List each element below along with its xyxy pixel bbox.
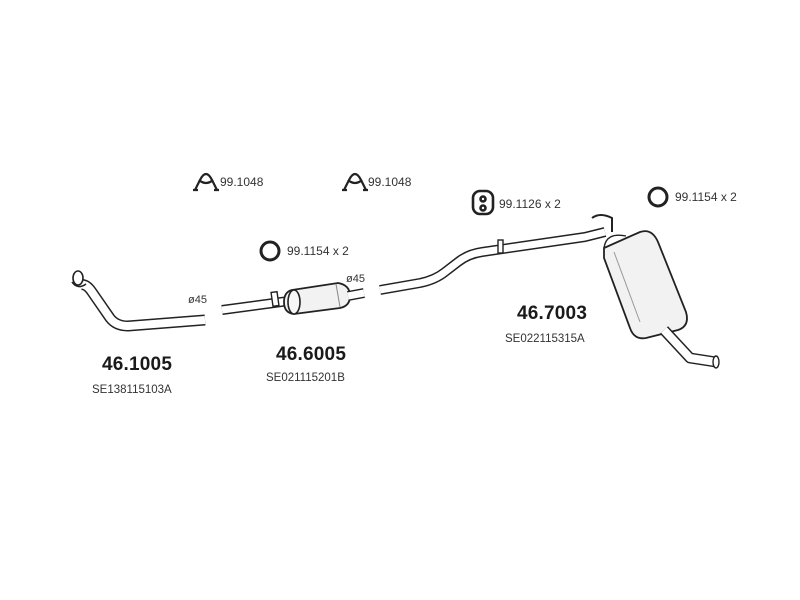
clamp-icon xyxy=(342,172,368,192)
accessory-code-4: 99.1126 x 2 xyxy=(499,197,561,211)
accessory-code-2: 99.1048 xyxy=(368,175,412,189)
ring-icon xyxy=(647,186,669,208)
front-pipe-part xyxy=(71,270,206,332)
accessory-code-3: 99.1154 x 2 xyxy=(287,244,349,258)
rear-silencer-part xyxy=(379,214,720,369)
oem-code-front-pipe: SE138115103A xyxy=(92,384,172,396)
part-number-rear-silencer: 46.7003 xyxy=(517,303,588,324)
part-number-middle-silencer: 46.6005 xyxy=(276,344,347,365)
accessory-code-5: 99.1154 x 2 xyxy=(675,190,737,204)
oem-code-middle-silencer: SE021115201B xyxy=(266,372,345,384)
part-number-front-pipe: 46.1005 xyxy=(102,354,173,375)
accessory-code-1: 99.1048 xyxy=(220,175,264,189)
middle-silencer-part xyxy=(221,282,365,315)
diameter-label-1: ø45 xyxy=(188,294,207,306)
ring-icon xyxy=(259,240,281,262)
clamp-icon xyxy=(193,172,219,192)
diameter-label-2: ø45 xyxy=(346,273,365,285)
oem-code-rear-silencer: SE022115315A xyxy=(505,333,585,345)
hanger-icon xyxy=(471,189,495,216)
